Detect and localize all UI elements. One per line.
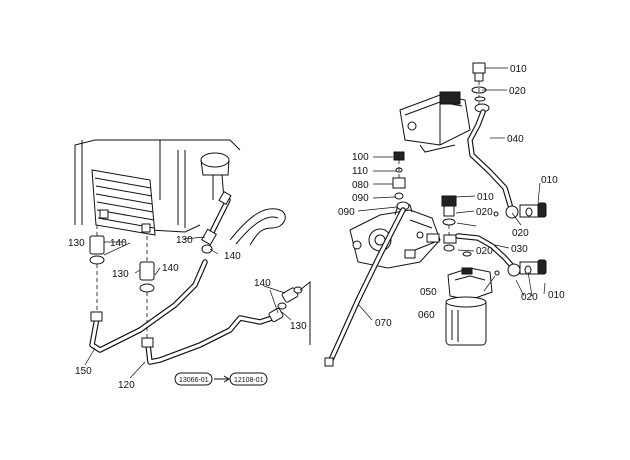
label-020-right-upper: 020 [512,228,529,239]
label-150: 150 [75,366,92,377]
leader-lines [84,67,546,379]
connector-pipe-130-140 [200,190,232,254]
label-080: 080 [352,180,369,191]
label-120: 120 [118,380,135,391]
reservoir-cap [200,152,230,201]
callout-labels: 010 020 040 100 110 080 090 090 010 010 … [68,64,565,391]
label-100: 100 [352,152,369,163]
label-020-lower: 020 [476,246,493,257]
label-130-upper-left: 130 [68,238,85,249]
label-030: 030 [511,244,528,255]
fitting-140-130-lower [268,280,311,345]
serial-from: 13066-01 [179,377,209,384]
label-140-lower: 140 [254,278,271,289]
label-090-upper: 090 [352,193,369,204]
hydraulic-block [399,91,471,153]
fitting-010-020-middle [441,195,457,252]
label-020-top: 020 [509,86,526,97]
pump-body [349,204,441,269]
serial-to: 12108-01 [234,377,264,384]
label-140-upper-left: 140 [110,238,127,249]
pipe-040 [467,62,513,208]
label-060: 060 [418,310,435,321]
label-130-center: 130 [176,235,193,246]
fitting-130-140-upper [89,225,105,310]
hose-120 [141,315,275,365]
serial-range: 13066-01 12108-01 [174,372,268,386]
label-020-middle: 020 [476,207,493,218]
fitting-130-140-middle [139,236,155,340]
label-070: 070 [375,318,392,329]
label-140-middle-left: 140 [162,263,179,274]
background-hose [229,208,286,246]
label-110: 110 [352,166,368,177]
label-020-right-lower: 020 [521,292,538,303]
label-010-right-upper: 010 [541,175,558,186]
elbow-fitting-010 [493,202,547,219]
label-040: 040 [507,134,524,145]
label-050: 050 [420,287,437,298]
label-130-middle-left: 130 [112,269,129,280]
label-010-right-lower: 010 [548,290,565,301]
label-090-lower: 090 [338,207,355,218]
pipe-070 [324,207,406,367]
label-140-center: 140 [224,251,241,262]
oil-cooler-assembly [74,139,241,236]
label-010-middle: 010 [477,192,494,203]
label-130-lower: 130 [290,321,307,332]
oil-filter-assembly [445,267,493,346]
label-010-top: 010 [510,64,527,75]
pipe-030 [455,233,547,277]
fitting-stack-100-080 [392,151,410,211]
washers-020 [462,96,486,257]
hose-150 [89,259,208,353]
